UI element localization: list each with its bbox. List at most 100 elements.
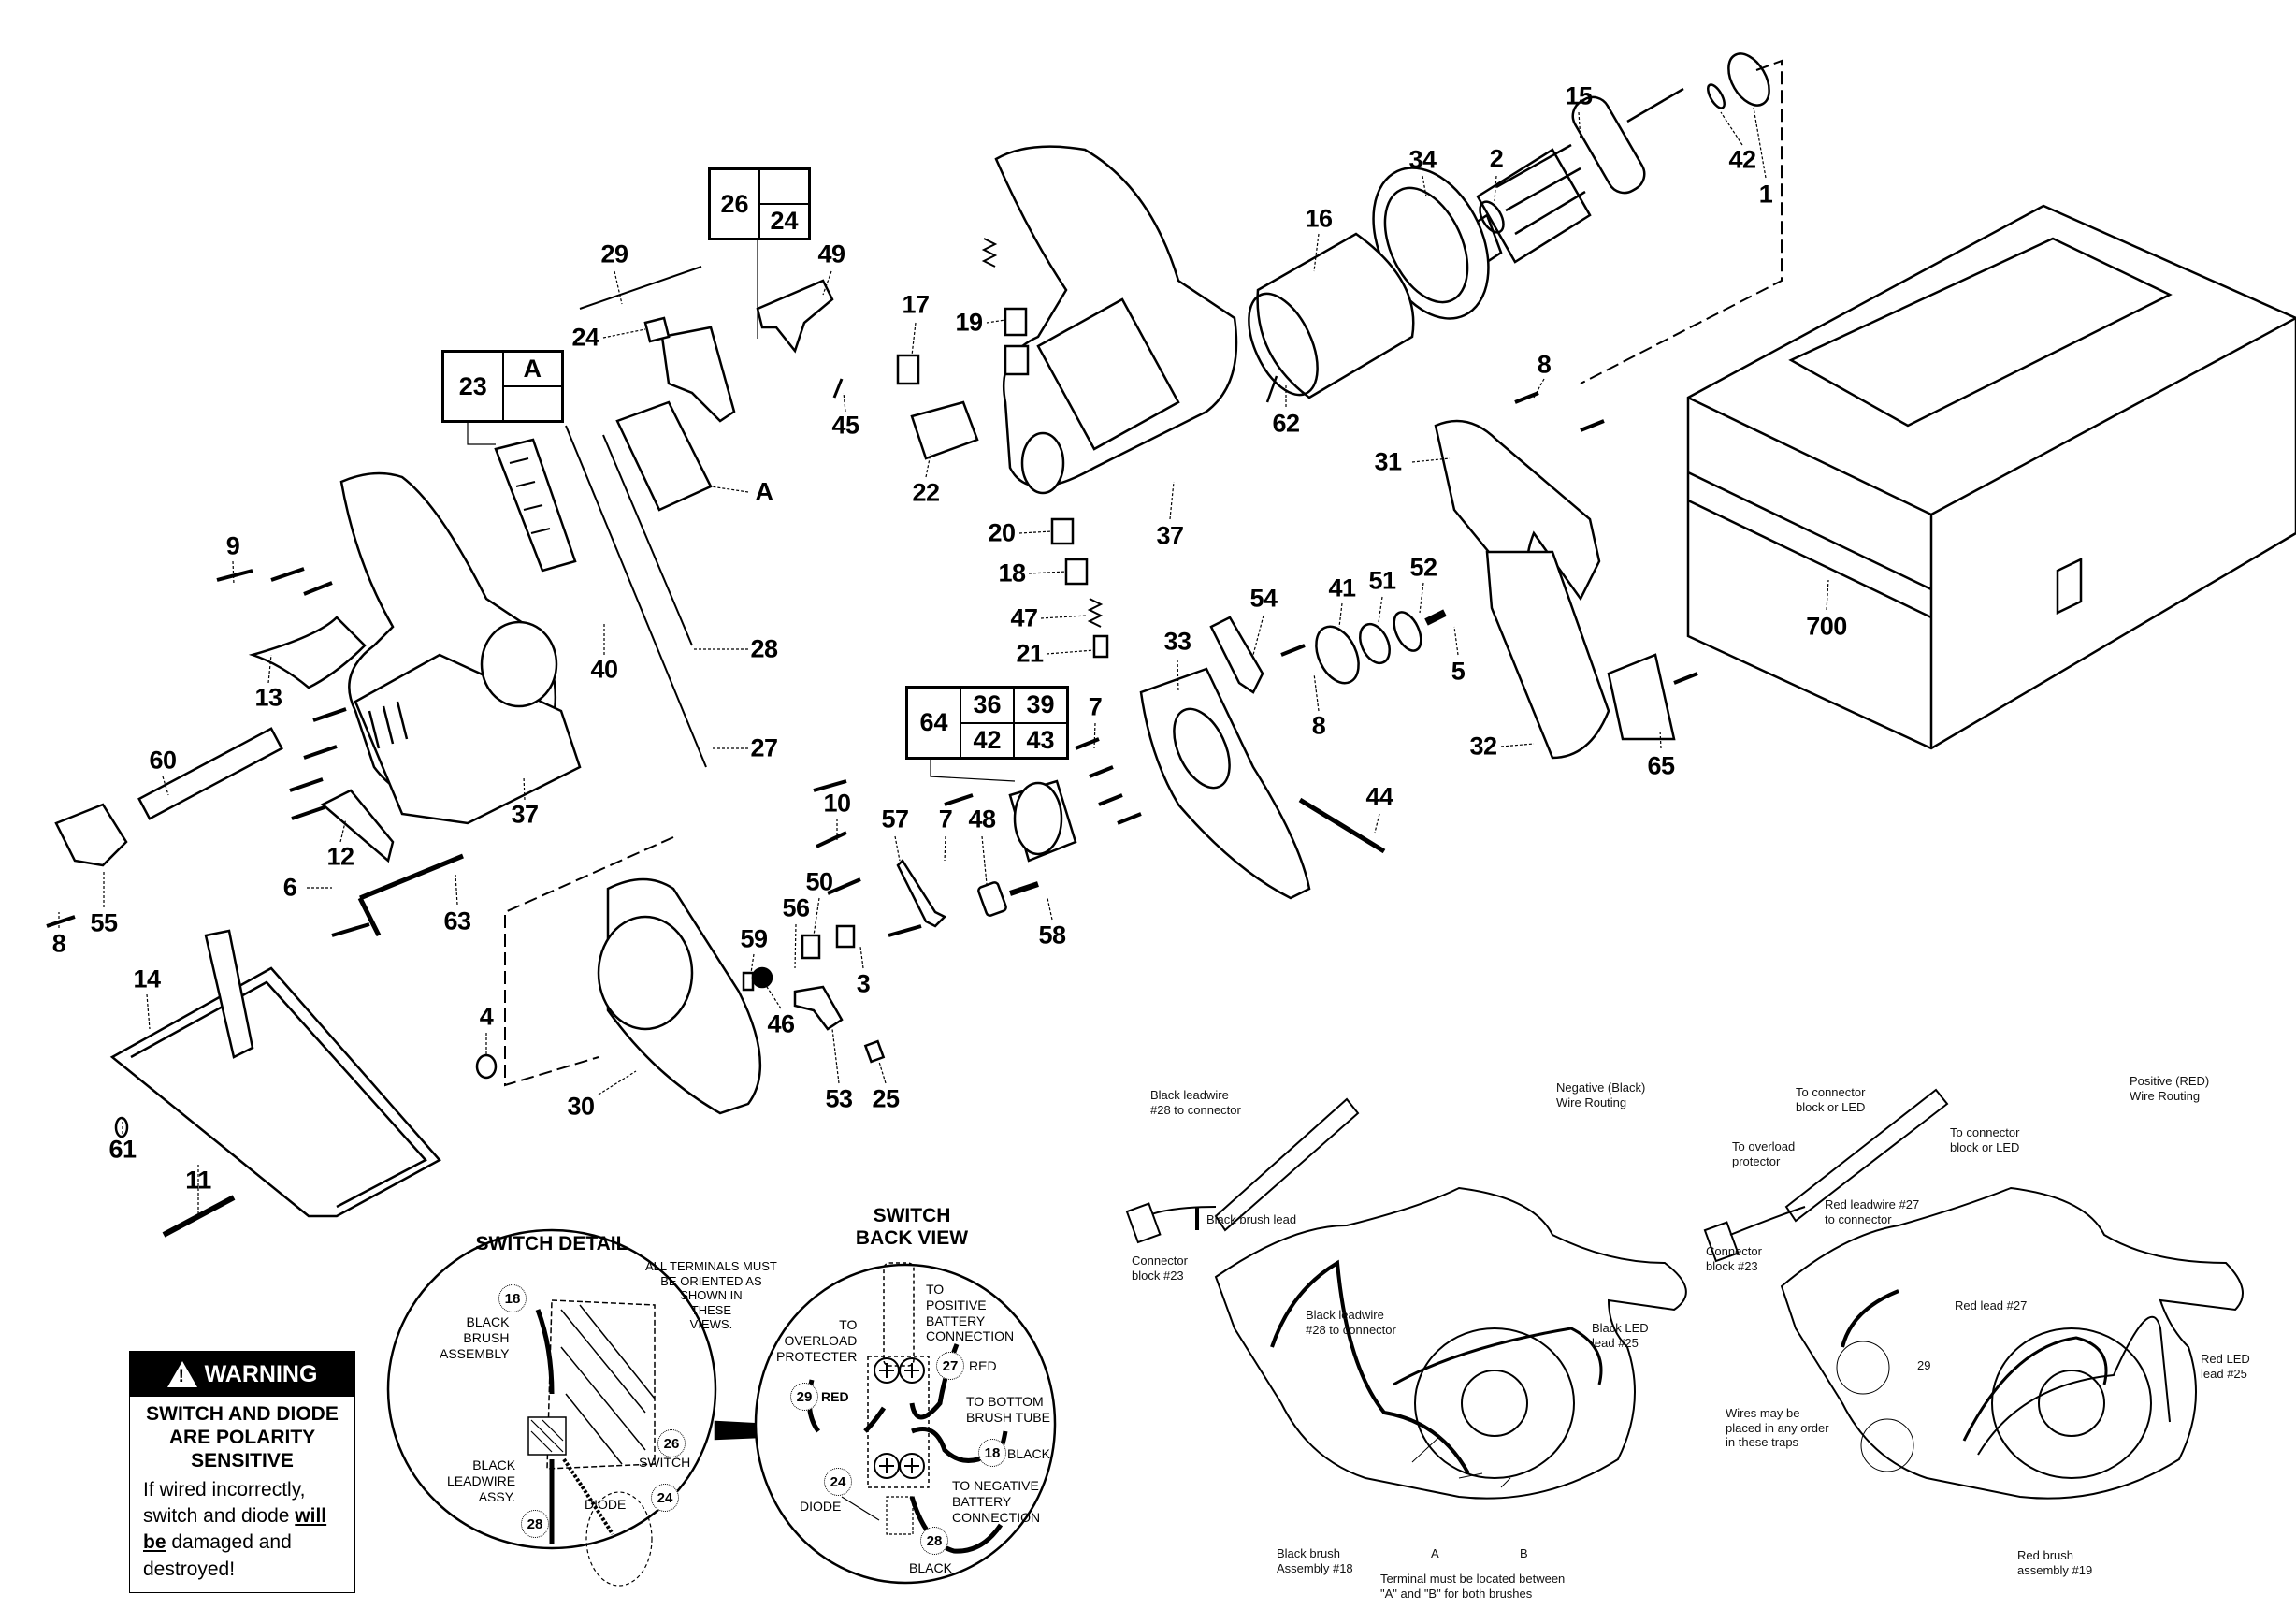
upper-housing-37 — [994, 145, 1238, 488]
washer-61 — [114, 1116, 129, 1138]
back-view-diode: DIODE — [800, 1499, 842, 1514]
washer-51 — [1359, 622, 1391, 665]
positive-routing-drawing — [1703, 1088, 2244, 1500]
neg-point-a: A — [1431, 1546, 1439, 1560]
knob-48 — [977, 881, 1007, 917]
neg-brush-lead: Black brush lead — [1206, 1212, 1297, 1226]
lever-54 — [1209, 616, 1264, 694]
warning-title: WARNING — [204, 1360, 318, 1387]
wire-29 — [579, 266, 702, 310]
back-view-to-bottom-brush: TO BOTTOM BRUSH TUBE — [966, 1394, 1050, 1425]
switch-detail-black-brush-label: BLACK BRUSH ASSEMBLY — [440, 1314, 510, 1361]
warning-body: If wired incorrectly, switch and diode w… — [130, 1475, 354, 1592]
callout-62: 62 — [1272, 409, 1300, 438]
switch-back-view-drawing — [754, 1262, 1057, 1585]
ref-circle-28b: 28 — [920, 1527, 948, 1555]
label-13 — [248, 616, 367, 689]
callout-56: 56 — [782, 893, 810, 922]
callout-11: 11 — [185, 1166, 211, 1195]
ref-circle-26: 26 — [657, 1429, 686, 1457]
kit-box-main-number: 26 — [710, 169, 759, 239]
callout-44: 44 — [1365, 782, 1393, 811]
callout-9: 9 — [225, 531, 240, 560]
lock-lever-53 — [793, 985, 844, 1031]
callout-28: 28 — [750, 634, 778, 663]
callout-47: 47 — [1010, 603, 1038, 632]
negative-routing-title: Negative (Black) Wire Routing — [1556, 1080, 1646, 1109]
callout-41: 41 — [1328, 573, 1356, 602]
callout-20: 20 — [988, 518, 1016, 547]
callout-53: 53 — [825, 1084, 853, 1113]
callout-1: 1 — [1758, 180, 1773, 209]
callout-52: 52 — [1409, 553, 1437, 582]
spacer-59 — [742, 971, 755, 992]
callout-19: 19 — [955, 308, 983, 337]
back-view-to-positive: TO POSITIVE BATTERY CONNECTION — [926, 1282, 1015, 1344]
pos-traps-note: Wires may be placed in any order in thes… — [1726, 1406, 1829, 1450]
spring-top — [981, 238, 998, 268]
callout-14: 14 — [133, 964, 161, 993]
warning-body-text: damaged and destroyed! — [143, 1531, 292, 1580]
flange-52 — [1393, 611, 1422, 652]
motor-can-16 — [1256, 232, 1415, 399]
callout-45: 45 — [831, 411, 859, 440]
switch-detail-diode-label: DIODE — [585, 1497, 627, 1512]
leader-lines — [58, 107, 1829, 1216]
switch-detail-drawing — [386, 1228, 717, 1587]
callout-31: 31 — [1374, 447, 1402, 476]
warning-emphasis: be — [143, 1531, 166, 1554]
armature-part — [1457, 87, 1684, 273]
switch-detail-black-leadwire-label: BLACK LEADWIRE ASSY. — [447, 1457, 516, 1504]
callout-700: 700 — [1806, 612, 1847, 641]
ref-circle-29: 29 — [790, 1383, 818, 1411]
kit-box-cell: 24 — [759, 204, 809, 239]
back-view-to-overload: TO OVERLOAD PROTECTER — [776, 1317, 858, 1364]
warning-label: ! WARNING SWITCH AND DIODE ARE POLARITY … — [129, 1351, 355, 1593]
pad-25 — [863, 1039, 886, 1064]
callout-51: 51 — [1368, 566, 1396, 595]
tube-60 — [137, 727, 283, 820]
switch-22 — [910, 400, 979, 460]
callout-4: 4 — [479, 1002, 494, 1031]
screw-45 — [832, 378, 844, 399]
callout-33: 33 — [1163, 627, 1191, 656]
callout-37-upper: 37 — [1156, 521, 1184, 550]
kit-box-cell — [502, 386, 562, 421]
warning-emphasis: will — [295, 1504, 327, 1527]
kit-box-main-number: 64 — [907, 688, 960, 758]
callout-21: 21 — [1016, 639, 1044, 668]
callout-2: 2 — [1489, 144, 1504, 173]
dashed-bracket — [1580, 59, 1783, 384]
connector-block-23 — [494, 438, 577, 573]
pos-to-connector-1: To connector block or LED — [1796, 1085, 1866, 1114]
callout-29: 29 — [600, 239, 628, 268]
callout-37-lower: 37 — [511, 800, 539, 829]
ref-circle-28: 28 — [521, 1510, 549, 1538]
switch-26 — [660, 326, 736, 423]
ref-circle-18: 18 — [498, 1284, 527, 1312]
neg-leadwire-top: Black leadwire #28 to connector — [1150, 1088, 1241, 1117]
neg-led-lead: Black LED lead #25 — [1592, 1321, 1649, 1350]
kit-box-cell: 36 — [960, 688, 1014, 723]
callout-30: 30 — [567, 1092, 595, 1121]
callout-57: 57 — [881, 805, 909, 834]
switch-detail-switch-label: SWITCH — [639, 1455, 691, 1470]
ref-circle-27: 27 — [936, 1352, 964, 1380]
neg-point-b: B — [1520, 1546, 1528, 1560]
brush-holder-17 — [896, 354, 920, 385]
callout-24: 24 — [571, 323, 599, 352]
callout-22: 22 — [912, 478, 940, 507]
callout-40: 40 — [590, 655, 618, 684]
callout-54: 54 — [1249, 584, 1278, 613]
pos-ref-29: 29 — [1917, 1358, 1931, 1372]
lever-57 — [896, 859, 947, 928]
brush-19 — [1004, 307, 1028, 337]
warning-lead: SWITCH AND DIODE ARE POLARITY SENSITIVE — [146, 1403, 339, 1472]
neg-brush-assembly: Black brush Assembly #18 — [1277, 1546, 1353, 1575]
callout-61: 61 — [108, 1135, 137, 1164]
negative-routing-drawing — [1125, 1097, 1687, 1500]
back-view-red-27: RED — [969, 1358, 997, 1373]
warning-header: ! WARNING — [130, 1352, 354, 1397]
